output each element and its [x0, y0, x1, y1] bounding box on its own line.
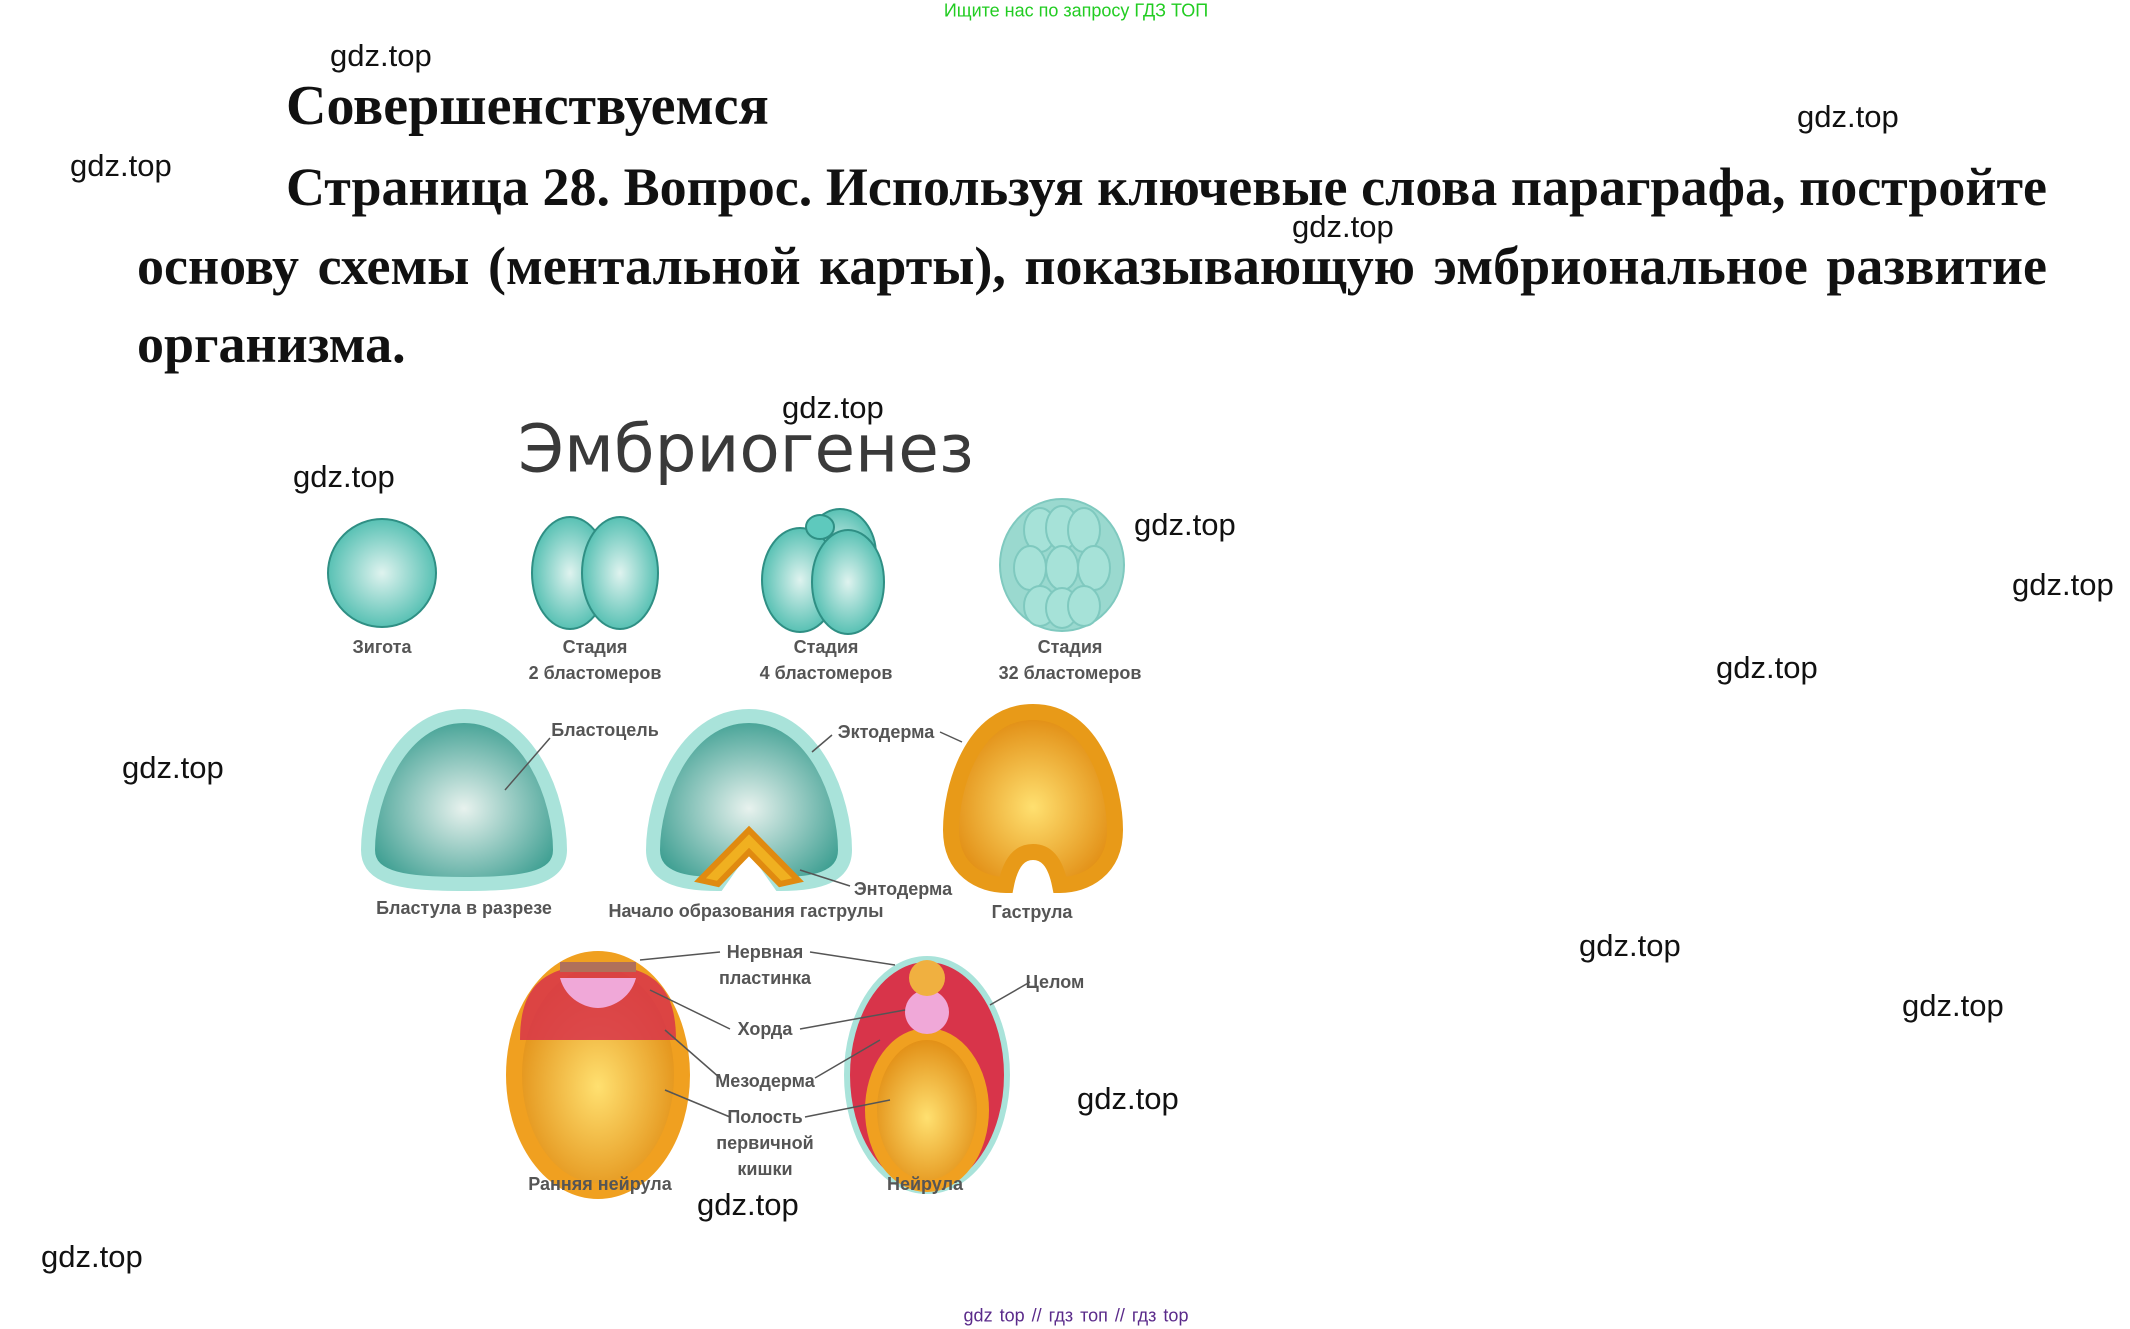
- watermark: gdz.top: [782, 390, 884, 425]
- label-mesoderm: Мезодерма: [715, 1071, 815, 1091]
- neurula-gut: [865, 1028, 989, 1192]
- neural-plate: [560, 962, 636, 972]
- label-neural-plate: Нервная: [726, 942, 804, 962]
- zygote-cell: [327, 518, 437, 628]
- label-gastrula-start: Начало образования гаструлы: [608, 901, 884, 921]
- watermark: gdz.top: [70, 148, 172, 183]
- search-banner[interactable]: Ищите нас по запросу ГДЗ ТОП: [943, 0, 1209, 21]
- label-stage32: Стадия: [1037, 637, 1103, 657]
- label-gut: Полость: [727, 1107, 803, 1127]
- watermark: gdz.top: [293, 459, 395, 494]
- label-chord: Хорда: [737, 1019, 793, 1039]
- two-blastomeres: [531, 516, 659, 630]
- watermark: gdz.top: [1134, 507, 1236, 542]
- label-blastocoel: Бластоцель: [551, 720, 659, 740]
- endoderm-pointer: [799, 869, 851, 887]
- watermark: gdz.top: [697, 1187, 799, 1222]
- early-gastrula-shape: [645, 708, 853, 892]
- label-stage32-count: 32 бластомеров: [998, 663, 1142, 683]
- watermark: gdz.top: [1716, 650, 1818, 685]
- neurula-pointers: [639, 951, 1031, 1118]
- four-blastomeres: [761, 508, 885, 635]
- watermark: gdz.top: [1579, 928, 1681, 963]
- blastula-shape: [360, 708, 568, 892]
- section-title: Совершенствуемся: [286, 75, 769, 137]
- question-text: Страница 28. Вопрос. Используя ключевые …: [137, 157, 2047, 375]
- endoderm-layer: [694, 825, 804, 888]
- footer-links[interactable]: gdz top // гдз топ // гдз top: [963, 1305, 1189, 1326]
- gastrula-shape: [942, 703, 1124, 894]
- label-stage4: Стадия: [793, 637, 859, 657]
- label-stage4-count: 4 бластомеров: [759, 663, 893, 683]
- neural-tube: [909, 960, 945, 996]
- early-neurula-chord: [560, 978, 636, 1008]
- label-neurula: Нейрула: [886, 1174, 964, 1194]
- gastrula-ectoderm-pointer: [939, 731, 963, 743]
- label-ectoderm: Эктодерма: [837, 722, 935, 742]
- watermark: gdz.top: [41, 1239, 143, 1274]
- thirty-two-blastomeres: [999, 498, 1125, 632]
- label-blastula: Бластула в разрезе: [376, 898, 552, 918]
- label-neural-plate-2: пластинка: [718, 968, 812, 988]
- label-endoderm: Энтодерма: [853, 879, 953, 899]
- label-early-neurula: Ранняя нейрула: [528, 1174, 672, 1194]
- watermark: gdz.top: [1077, 1081, 1179, 1116]
- watermark: gdz.top: [1797, 99, 1899, 134]
- label-gut-2: первичной: [716, 1133, 814, 1153]
- label-stage2: Стадия: [562, 637, 628, 657]
- label-gastrula: Гаструла: [991, 902, 1073, 922]
- watermark: gdz.top: [122, 750, 224, 785]
- label-zygote: Зигота: [352, 637, 412, 657]
- watermark: gdz.top: [1902, 988, 2004, 1023]
- diagram-title: Эмбриогенез: [518, 410, 974, 488]
- blastocoel-pointer: [504, 737, 551, 791]
- watermark: gdz.top: [1292, 209, 1394, 244]
- watermark: gdz.top: [330, 38, 432, 73]
- label-gut-3: кишки: [737, 1159, 793, 1179]
- watermark: gdz.top: [2012, 567, 2114, 602]
- label-stage2-count: 2 бластомеров: [528, 663, 662, 683]
- neurula-chord: [905, 990, 949, 1034]
- ectoderm-pointer: [811, 734, 833, 753]
- label-coelom: Целом: [1025, 972, 1085, 992]
